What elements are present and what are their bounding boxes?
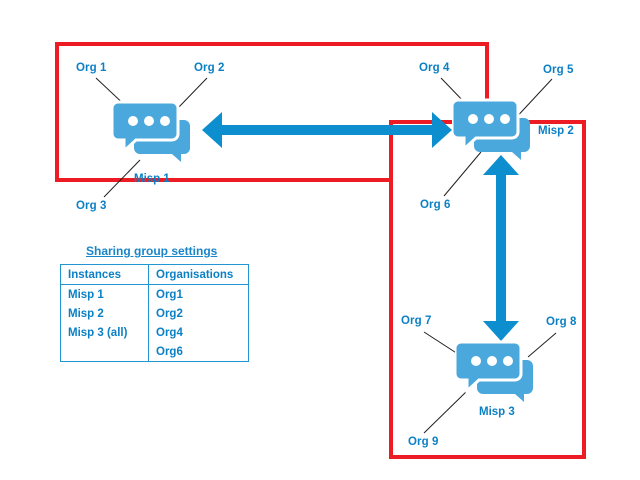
sharing-group-title: Sharing group settings (86, 244, 218, 258)
cell-instance: Misp 3 (all) (60, 323, 149, 342)
sharing-group-settings: Sharing group settings Instances Organis… (60, 244, 249, 362)
org-label-org1: Org 1 (76, 62, 107, 74)
node-misp-1[interactable] (112, 100, 192, 162)
leader-line-org6 (443, 151, 482, 197)
org-label-org8: Org 8 (546, 316, 577, 328)
column-header-instances: Instances (60, 264, 149, 285)
instance-label-misp-1: Misp 1 (134, 173, 170, 185)
cell-instance (60, 342, 149, 362)
org-label-org6: Org 6 (420, 199, 451, 211)
chat-bubbles-icon (452, 98, 530, 160)
table-row: Misp 2 Org2 (60, 304, 249, 323)
cell-instance: Misp 2 (60, 304, 149, 323)
sharing-group-table: Instances Organisations Misp 1 Org1 Misp… (60, 264, 249, 362)
cell-organisation: Org2 (148, 304, 249, 323)
org-label-org4: Org 4 (419, 62, 450, 74)
cell-organisation: Org1 (148, 284, 249, 304)
instance-label-misp-3: Misp 3 (479, 406, 515, 418)
org-label-org5: Org 5 (543, 64, 574, 76)
arrow-misp1-misp2 (202, 112, 452, 148)
cell-organisation: Org6 (148, 342, 249, 362)
leader-line-org2 (177, 77, 208, 109)
org-label-org7: Org 7 (401, 315, 432, 327)
org-label-org2: Org 2 (194, 62, 225, 74)
chat-bubbles-icon (455, 340, 533, 402)
table-header-row: Instances Organisations (60, 264, 249, 285)
leader-line-org3 (103, 159, 141, 198)
org-label-org3: Org 3 (76, 200, 107, 212)
instance-label-misp-2: Misp 2 (538, 125, 574, 137)
cell-organisation: Org4 (148, 323, 249, 342)
leader-line-org9 (423, 389, 469, 434)
column-header-organisations: Organisations (148, 264, 249, 285)
org-label-org9: Org 9 (408, 436, 439, 448)
node-misp-3[interactable] (455, 340, 535, 402)
leader-line-org8 (527, 332, 557, 358)
table-row: Misp 3 (all) Org4 (60, 323, 249, 342)
cell-instance: Misp 1 (60, 284, 149, 304)
table-row: Org6 (60, 342, 249, 362)
node-misp-2[interactable] (452, 98, 532, 160)
arrow-misp2-misp3 (483, 155, 519, 341)
table-row: Misp 1 Org1 (60, 284, 249, 304)
chat-bubbles-icon (112, 100, 190, 162)
